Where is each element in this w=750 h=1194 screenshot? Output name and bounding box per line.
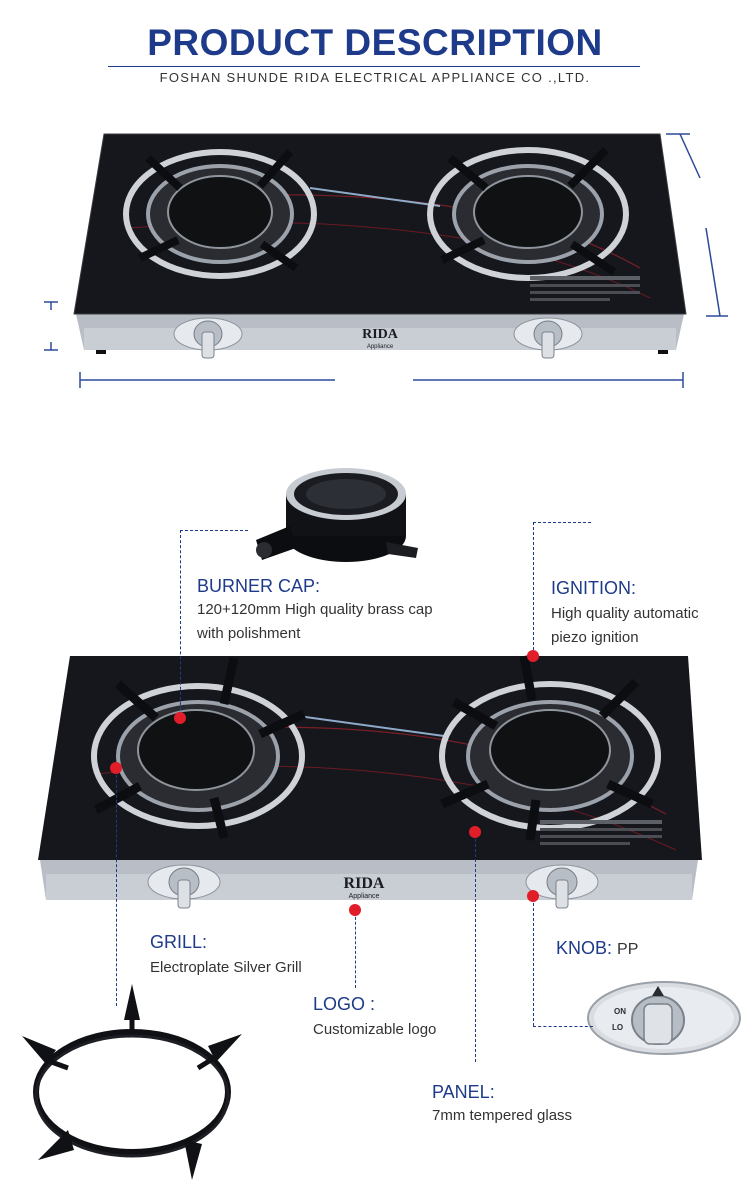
- knob-leader: [533, 898, 534, 1026]
- stove-annotated-image: RIDA Appliance: [36, 654, 702, 912]
- company-name: FOSHAN SHUNDE RIDA ELECTRICAL APPLIANCE …: [159, 70, 591, 85]
- ignition-leader-top: [533, 522, 591, 523]
- logo-title-text: LOGO: [313, 994, 366, 1014]
- knob-leader-bottom: [533, 1026, 593, 1027]
- panel-body: 7mm tempered glass: [432, 1107, 573, 1124]
- grill-marker: [110, 762, 122, 774]
- ignition-marker: [527, 650, 539, 662]
- ignition-line1: High quality automatic: [551, 605, 699, 622]
- knob-title: KNOB:: [556, 938, 613, 958]
- logo-title-colon: :: [370, 994, 376, 1014]
- ignition-leader: [533, 522, 534, 650]
- logo-text-bottom: RIDA: [344, 875, 385, 892]
- logo-title: LOGO :: [313, 994, 375, 1015]
- ignition-line2: piezo ignition: [551, 629, 639, 646]
- title-divider: [108, 66, 640, 67]
- panel-marker: [469, 826, 481, 838]
- knob-title-row: KNOB: PP: [556, 938, 638, 959]
- ignition-title: IGNITION:: [551, 578, 636, 598]
- logo-leader: [355, 912, 356, 988]
- burner-cap-marker: [174, 712, 186, 724]
- logo-sub-top: Appliance: [367, 344, 394, 350]
- knob-value: PP: [617, 941, 639, 958]
- knob-on-mark: ON: [614, 1007, 626, 1016]
- burner-cap-line2: with polishment: [197, 625, 301, 642]
- burner-cap-leader-top: [180, 530, 248, 531]
- knob-image: ON LO: [586, 978, 742, 1058]
- stove-top-view-image: RIDA Appliance: [40, 128, 730, 398]
- burner-cap-line1: 120+120mm High quality brass cap: [197, 601, 433, 618]
- page-title: PRODUCT DESCRIPTION: [147, 22, 603, 63]
- logo-marker: [349, 904, 361, 916]
- grill-title: GRILL:: [150, 932, 208, 952]
- logo-sub-bottom: Appliance: [349, 893, 380, 900]
- grill-leader: [116, 770, 117, 1006]
- logo-text-top: RIDA: [362, 327, 399, 342]
- grill-image: [12, 980, 248, 1190]
- panel-leader: [475, 834, 476, 1062]
- grill-body: Electroplate Silver Grill: [150, 959, 302, 976]
- burner-cap-title: BURNER CAP:: [197, 576, 321, 596]
- burner-cap-image: [246, 464, 422, 574]
- logo-body: Customizable logo: [313, 1021, 437, 1038]
- knob-lo-mark: LO: [612, 1023, 623, 1032]
- panel-title: PANEL:: [432, 1082, 495, 1102]
- burner-cap-leader: [180, 530, 181, 710]
- knob-marker: [527, 890, 539, 902]
